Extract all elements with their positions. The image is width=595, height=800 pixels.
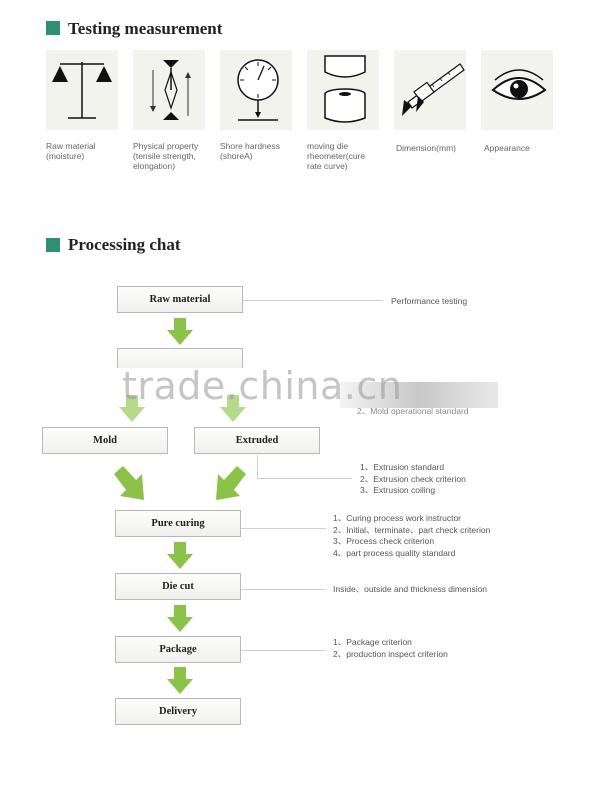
- caliper-icon: [394, 50, 466, 130]
- caption-shore-hardness: Shore hardness (shoreA): [220, 141, 281, 161]
- gauge-dial-icon: [220, 50, 292, 130]
- note-mold-standard: 2、Mold operational standard: [357, 406, 469, 416]
- flow-box-extruded: Extruded: [194, 427, 320, 454]
- note-line: 3、Extrusion coiling: [360, 485, 436, 496]
- section-marker-square: [46, 21, 60, 35]
- die-rheometer-icon: [307, 50, 379, 130]
- flow-box-package: Package: [115, 636, 241, 663]
- flow-box-die-cut: Die cut: [115, 573, 241, 600]
- watermark-band: [340, 382, 498, 408]
- eye-icon: [481, 50, 553, 130]
- note-extrusion: 1、Extrusion standard 2、Extrusion check c…: [360, 462, 466, 497]
- connector-line: [257, 478, 352, 479]
- flow-box-mold: Mold: [42, 427, 168, 454]
- arrow-down-icon: [220, 395, 246, 422]
- tensile-arrows-icon: [133, 50, 205, 130]
- balance-scale-icon: [46, 50, 118, 130]
- watermark-text: trade.china.cn: [122, 364, 403, 408]
- flow-box-delivery: Delivery: [115, 698, 241, 725]
- caption-rheometer: moving die rheometer(cure rate curve): [307, 141, 366, 171]
- connector-line: [257, 455, 258, 478]
- note-package: 1、Package criterion 2、production inspect…: [333, 637, 448, 660]
- arrow-diagonal-left-icon: [216, 466, 246, 500]
- arrow-down-icon: [167, 542, 193, 569]
- caption-physical-property: Physical property (tensile strength, elo…: [133, 141, 199, 171]
- note-line: 2、Extrusion check criterion: [360, 473, 466, 484]
- section-marker-square: [46, 238, 60, 252]
- caption-raw-material: Raw material (moisture): [46, 141, 96, 161]
- caption-appearance: Appearance: [484, 143, 530, 153]
- connector-line: [241, 528, 326, 529]
- flow-box-pure-curing: Pure curing: [115, 510, 241, 537]
- note-line: 2、production inspect criterion: [333, 648, 448, 659]
- note-line: 1、Extrusion standard: [360, 462, 445, 472]
- note-diecut: Inside、outside and thickness dimension: [333, 584, 488, 594]
- arrow-down-icon: [167, 605, 193, 632]
- arrow-down-icon: [119, 395, 145, 422]
- note-performance-testing: Performance testing: [391, 296, 468, 306]
- processing-section-title: Processing chat: [68, 235, 181, 254]
- connector-line: [243, 300, 383, 301]
- note-line: 2、Initial、terminate、part check criterion: [333, 524, 491, 535]
- note-line: 3、Process check criterion: [333, 536, 435, 547]
- caption-dimension: Dimension(mm): [396, 143, 456, 153]
- note-line: 1、Package criterion: [333, 637, 412, 647]
- arrow-diagonal-right-icon: [114, 466, 144, 500]
- note-curing: 1、Curing process work instructor 2、Initi…: [333, 513, 490, 559]
- connector-line: [241, 589, 326, 590]
- flow-box-raw-material: Raw material: [117, 286, 243, 313]
- arrow-down-icon: [167, 318, 193, 345]
- testing-section-title: Testing measurement: [68, 19, 223, 38]
- note-line: 1、Curing process work instructor: [333, 513, 462, 523]
- note-line: 4、part process quality standard: [333, 547, 456, 558]
- flow-box-hidden: [117, 348, 243, 368]
- connector-line: [241, 650, 326, 651]
- arrow-down-icon: [167, 667, 193, 694]
